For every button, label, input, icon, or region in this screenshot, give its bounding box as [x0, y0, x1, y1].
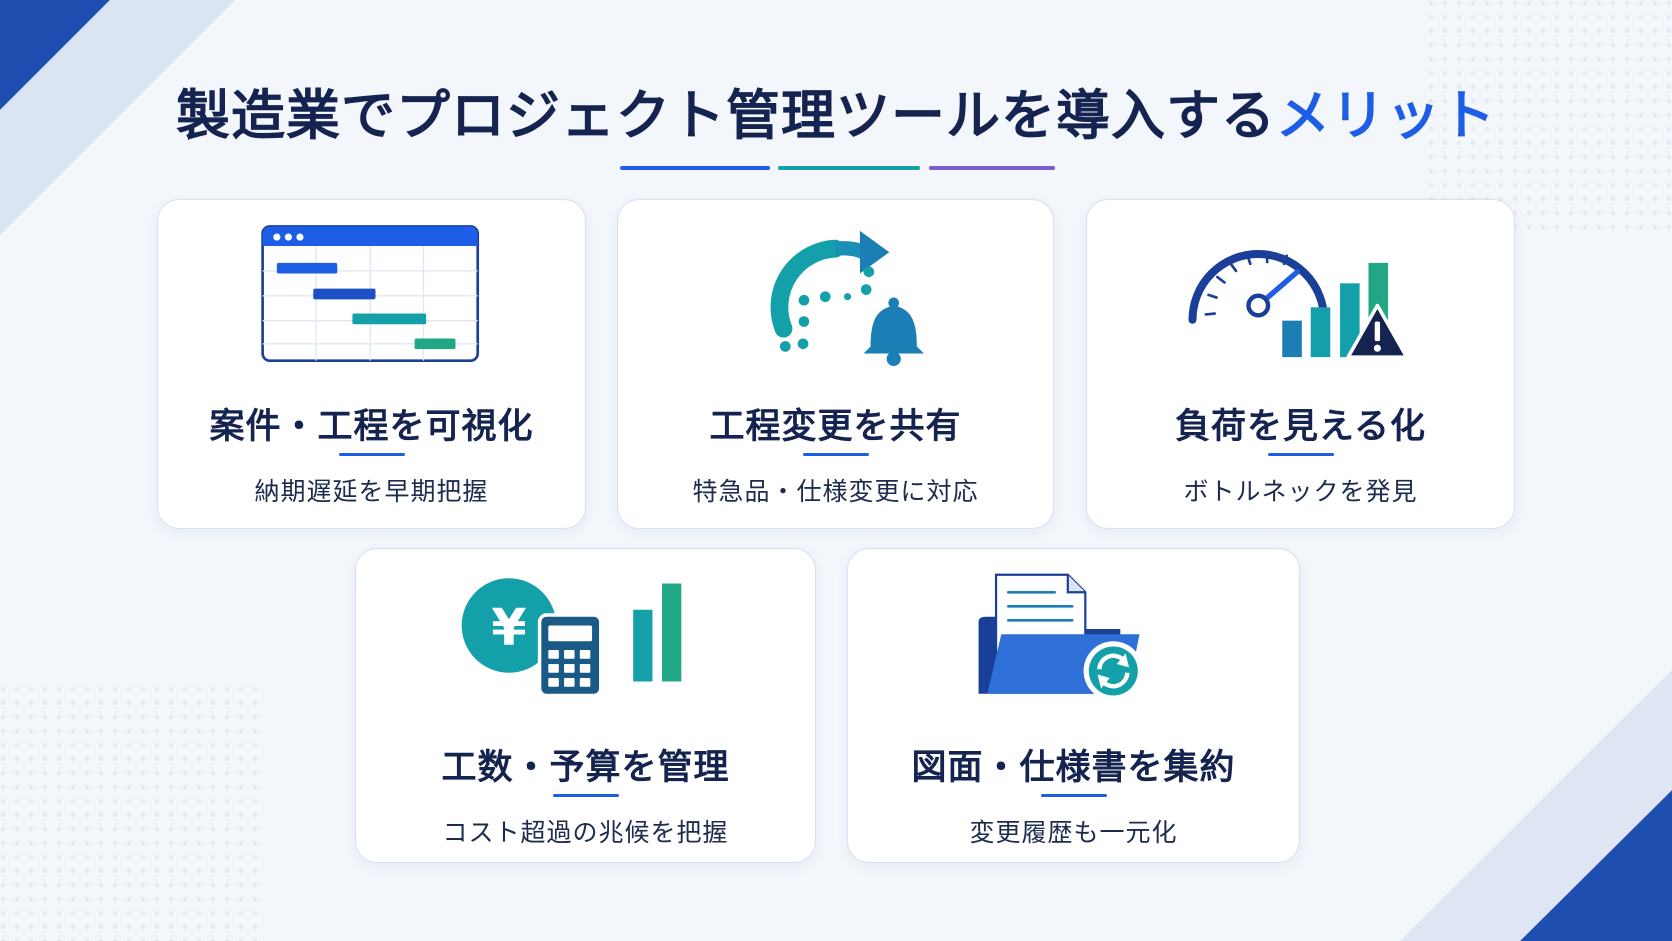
title-underline-purple — [929, 166, 1055, 170]
svg-text:¥: ¥ — [491, 598, 526, 657]
card-subtext: ボトルネックを発見 — [1183, 477, 1418, 506]
gauge-warning-icon — [1188, 250, 1409, 359]
card-subtext: 納期遅延を早期把握 — [254, 477, 489, 506]
card-heading: 工数・予算を管理 — [441, 748, 730, 788]
title-underline-teal — [778, 166, 920, 170]
heading-underline — [338, 453, 405, 456]
card-manage-budget: ¥ 工数・予算を管理 コスト超過の兆候を把握 — [355, 548, 816, 863]
heading-underline — [552, 794, 619, 797]
yen-calculator-icon: ¥ — [461, 578, 682, 698]
card-subtext: 変更履歴も一元化 — [969, 818, 1178, 847]
card-visualize-projects: 案件・工程を可視化 納期遅延を早期把握 — [157, 199, 586, 529]
heading-underline — [1040, 794, 1107, 797]
card-heading: 工程変更を共有 — [709, 407, 962, 447]
card-share-changes: 工程変更を共有 特急品・仕様変更に対応 — [617, 199, 1054, 529]
card-heading: 案件・工程を可視化 — [209, 407, 534, 447]
page-title: 製造業でプロジェクト管理ツールを導入するメリット — [0, 76, 1672, 156]
folder-sync-icon — [978, 573, 1144, 701]
refresh-notification-icon — [770, 230, 924, 366]
title-main: 製造業でプロジェクト管理ツールを導入する — [176, 84, 1276, 147]
title-accent: メリット — [1276, 84, 1496, 147]
card-subtext: コスト超過の兆候を把握 — [442, 818, 729, 847]
card-heading: 図面・仕様書を集約 — [911, 748, 1236, 788]
card-centralize-drawings: 図面・仕様書を集約 変更履歴も一元化 — [847, 548, 1300, 863]
card-subtext: 特急品・仕様変更に対応 — [692, 477, 979, 506]
heading-underline — [802, 453, 869, 456]
card-visualize-load: 負荷を見える化 ボトルネックを発見 — [1086, 199, 1515, 529]
gantt-chart-icon — [261, 225, 480, 362]
title-underline-blue — [620, 166, 770, 170]
card-heading: 負荷を見える化 — [1175, 407, 1426, 447]
heading-underline — [1267, 453, 1334, 456]
